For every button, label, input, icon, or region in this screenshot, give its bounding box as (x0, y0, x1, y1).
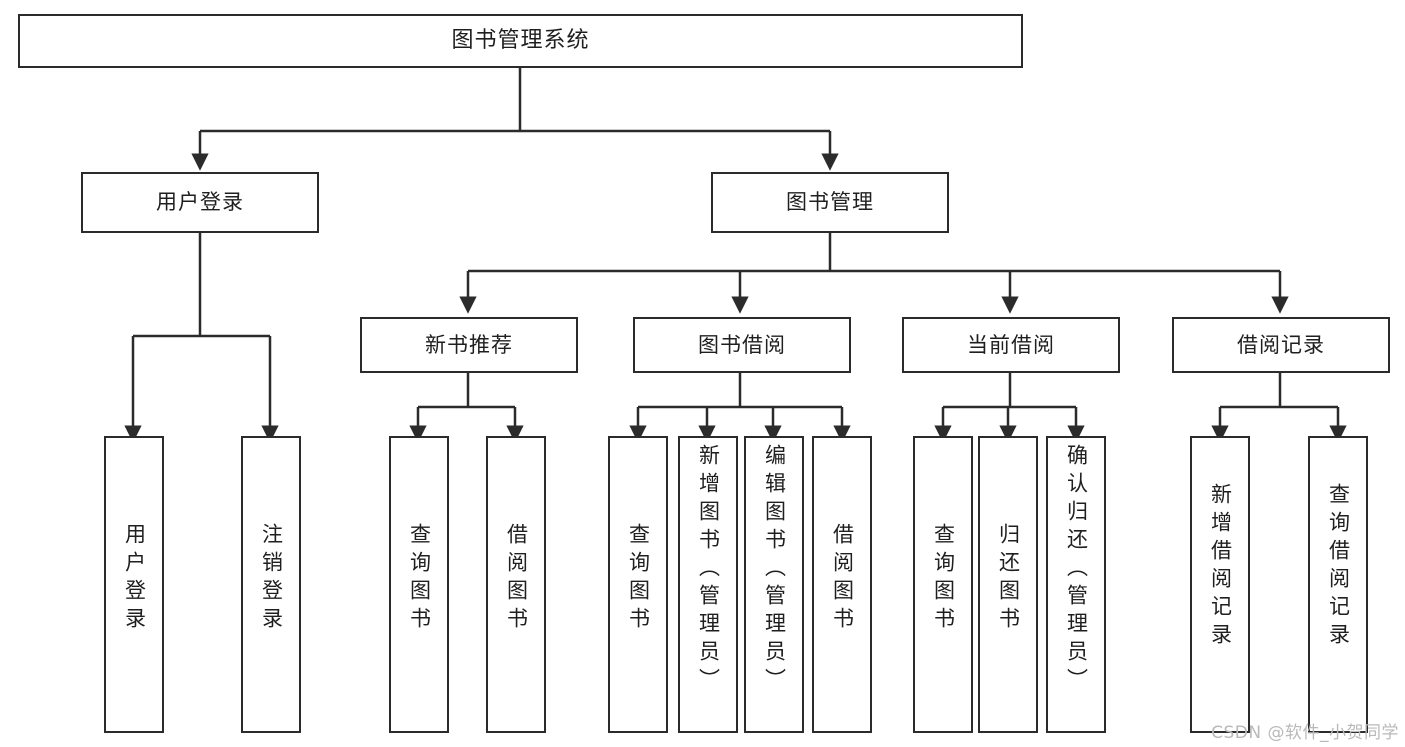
node-current-borrow[interactable]: 当前借阅 (902, 317, 1120, 373)
node-label: 图书管理系统 (451, 28, 590, 54)
node-label: 编辑图书（管理员） (762, 444, 787, 696)
node-label: 查询图书 (626, 523, 651, 635)
leaf-new-book-borrow-book[interactable]: 借阅图书 (486, 436, 546, 733)
leaf-book-borrow-borrow-book[interactable]: 借阅图书 (812, 436, 872, 733)
leaf-book-borrow-add-book-admin[interactable]: 新增图书（管理员） (678, 436, 738, 733)
node-label: 当前借阅 (967, 332, 1055, 357)
node-label: 图书借阅 (698, 332, 786, 357)
node-label: 注销登录 (259, 523, 284, 635)
leaf-user-login-logout[interactable]: 注销登录 (241, 436, 301, 733)
node-label: 用户登录 (122, 523, 147, 635)
node-book-management[interactable]: 图书管理 (711, 172, 949, 233)
leaf-book-borrow-edit-book-admin[interactable]: 编辑图书（管理员） (744, 436, 804, 733)
leaf-book-borrow-query-book[interactable]: 查询图书 (608, 436, 668, 733)
node-label: 新增借阅记录 (1208, 483, 1233, 651)
leaf-borrow-record-query-record[interactable]: 查询借阅记录 (1308, 436, 1368, 733)
node-label: 归还图书 (996, 523, 1021, 635)
leaf-user-login-login[interactable]: 用户登录 (104, 436, 164, 733)
leaf-current-borrow-query-book[interactable]: 查询图书 (913, 436, 973, 733)
node-label: 借阅图书 (830, 523, 855, 635)
node-label: 借阅记录 (1237, 332, 1325, 357)
leaf-borrow-record-add-record[interactable]: 新增借阅记录 (1190, 436, 1250, 733)
node-label: 查询借阅记录 (1326, 483, 1351, 651)
node-user-login[interactable]: 用户登录 (81, 172, 319, 233)
node-root-book-management-system[interactable]: 图书管理系统 (18, 14, 1023, 68)
leaf-current-borrow-confirm-return-admin[interactable]: 确认归还（管理员） (1046, 436, 1106, 733)
node-borrow-record[interactable]: 借阅记录 (1172, 317, 1390, 373)
node-new-book-recommend[interactable]: 新书推荐 (360, 317, 578, 373)
node-label: 图书管理 (786, 190, 874, 215)
leaf-current-borrow-return-book[interactable]: 归还图书 (978, 436, 1038, 733)
leaf-new-book-query-book[interactable]: 查询图书 (389, 436, 449, 733)
node-label: 新书推荐 (425, 332, 513, 357)
node-label: 新增图书（管理员） (696, 444, 721, 696)
node-label: 确认归还（管理员） (1064, 444, 1089, 696)
node-book-borrow[interactable]: 图书借阅 (633, 317, 851, 373)
csdn-watermark: CSDN @软件_小贺同学 (1211, 723, 1399, 743)
node-label: 查询图书 (407, 523, 432, 635)
node-label: 借阅图书 (504, 523, 529, 635)
node-label: 查询图书 (931, 523, 956, 635)
node-label: 用户登录 (156, 190, 244, 215)
